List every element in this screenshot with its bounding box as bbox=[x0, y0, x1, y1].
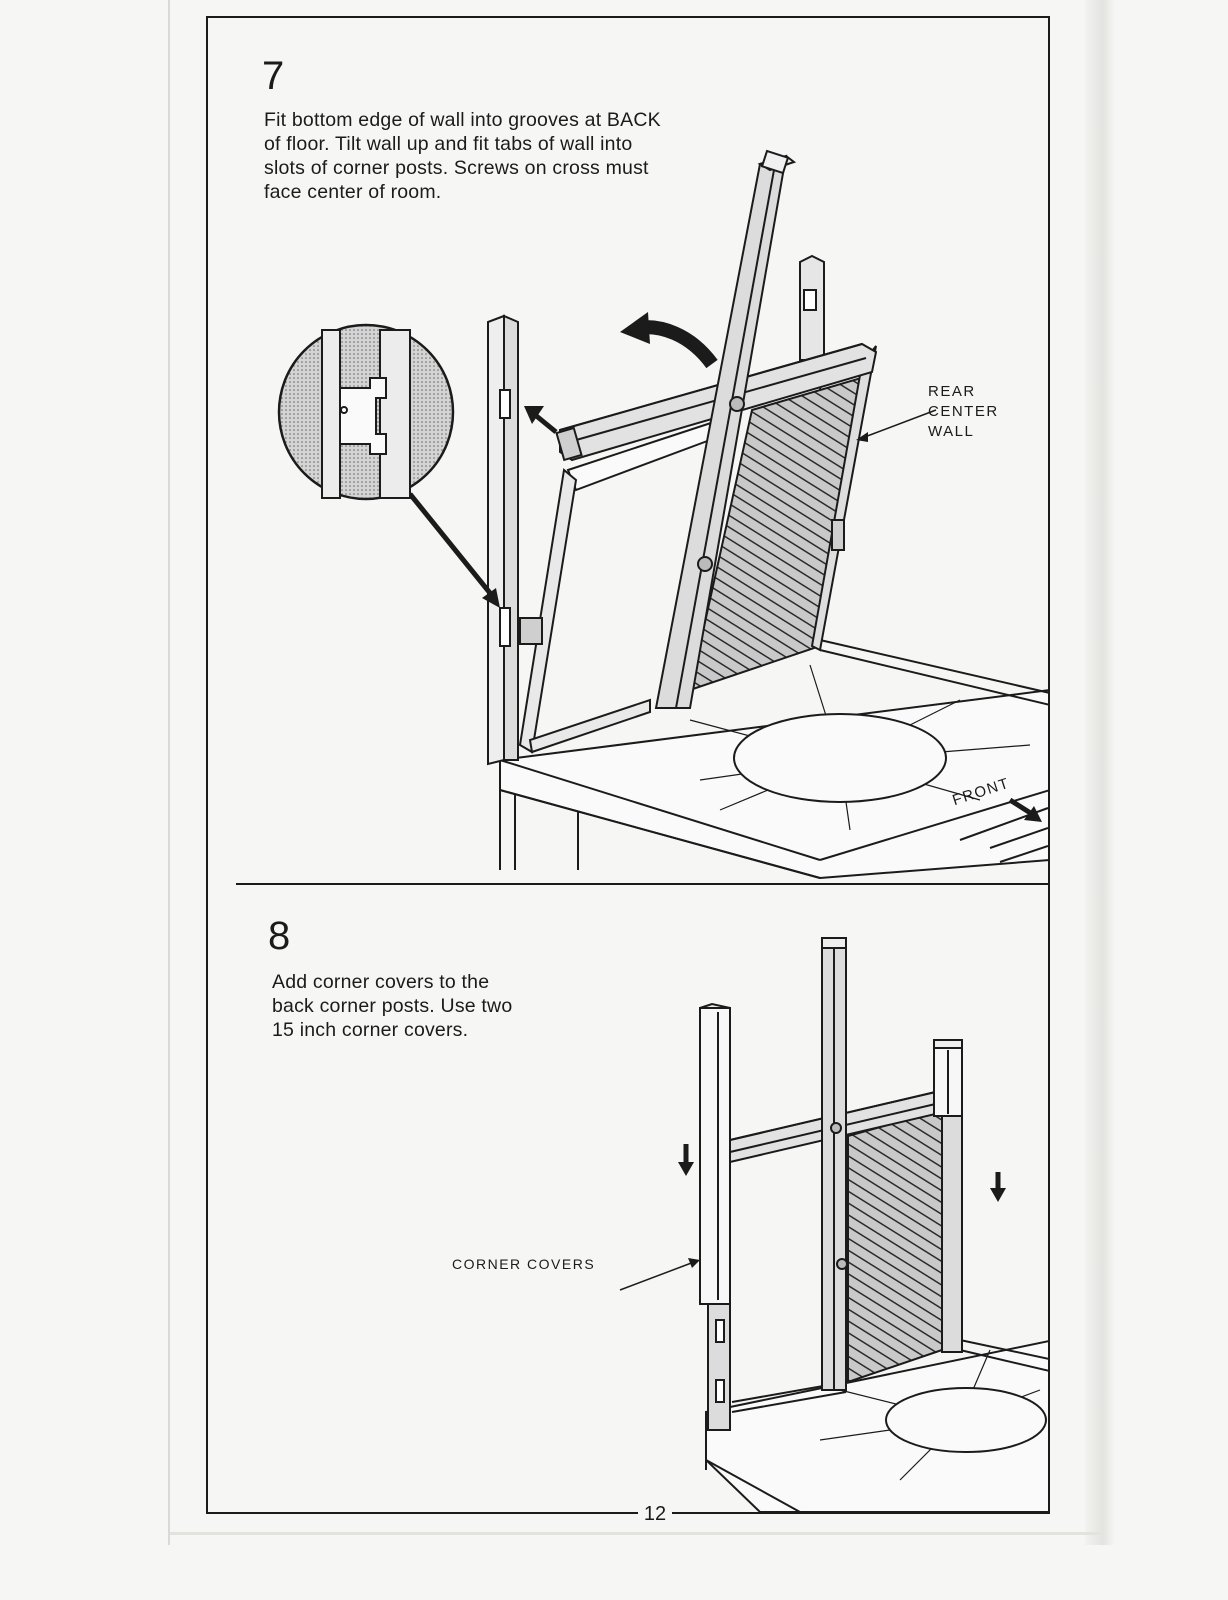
down-arrow-icon bbox=[678, 1144, 694, 1176]
floor-base-8 bbox=[705, 1339, 1048, 1512]
rear-center-wall-label: REAR CENTER WALL bbox=[928, 383, 999, 440]
corner-covers-label: CORNER COVERS bbox=[452, 1256, 596, 1272]
step-8-number: 8 bbox=[268, 914, 291, 958]
right-corner-post-8 bbox=[941, 1089, 963, 1353]
page-number: 12 bbox=[638, 1500, 672, 1528]
step-8-instruction: Add corner covers to the back corner pos… bbox=[272, 971, 513, 1041]
center-cross-bar bbox=[821, 937, 848, 1391]
step-divider bbox=[236, 883, 1050, 885]
tilt-arrow-icon bbox=[620, 312, 718, 369]
callout-leader-rear-wall bbox=[856, 409, 937, 442]
down-arrow-icon bbox=[990, 1172, 1006, 1202]
insert-arrow-icon bbox=[524, 406, 558, 434]
detail-pointer-arrow bbox=[408, 492, 500, 608]
corner-cover-right bbox=[933, 1039, 963, 1117]
step-7-instruction: Fit bottom edge of wall into grooves at … bbox=[264, 109, 661, 203]
scan-bottom-edge bbox=[170, 1532, 1100, 1535]
page-border bbox=[206, 16, 1050, 1514]
left-corner-post-8 bbox=[707, 1299, 731, 1431]
step-8-illustration bbox=[619, 937, 1048, 1512]
rear-center-wall bbox=[518, 149, 878, 754]
step-7-illustration bbox=[277, 149, 1048, 880]
rear-center-wall-installed bbox=[729, 1088, 945, 1413]
callout-leader-corner-covers bbox=[619, 1258, 700, 1291]
floor-base bbox=[499, 639, 1048, 880]
left-corner-post bbox=[487, 314, 519, 766]
corner-cover-left bbox=[699, 1002, 731, 1305]
step-7-number: 7 bbox=[262, 54, 285, 98]
scan-edge-right bbox=[1085, 0, 1115, 1545]
tab-slot-detail-magnifier bbox=[277, 323, 455, 501]
scan-edge-left bbox=[168, 0, 170, 1545]
front-arrow-icon bbox=[1008, 797, 1042, 822]
